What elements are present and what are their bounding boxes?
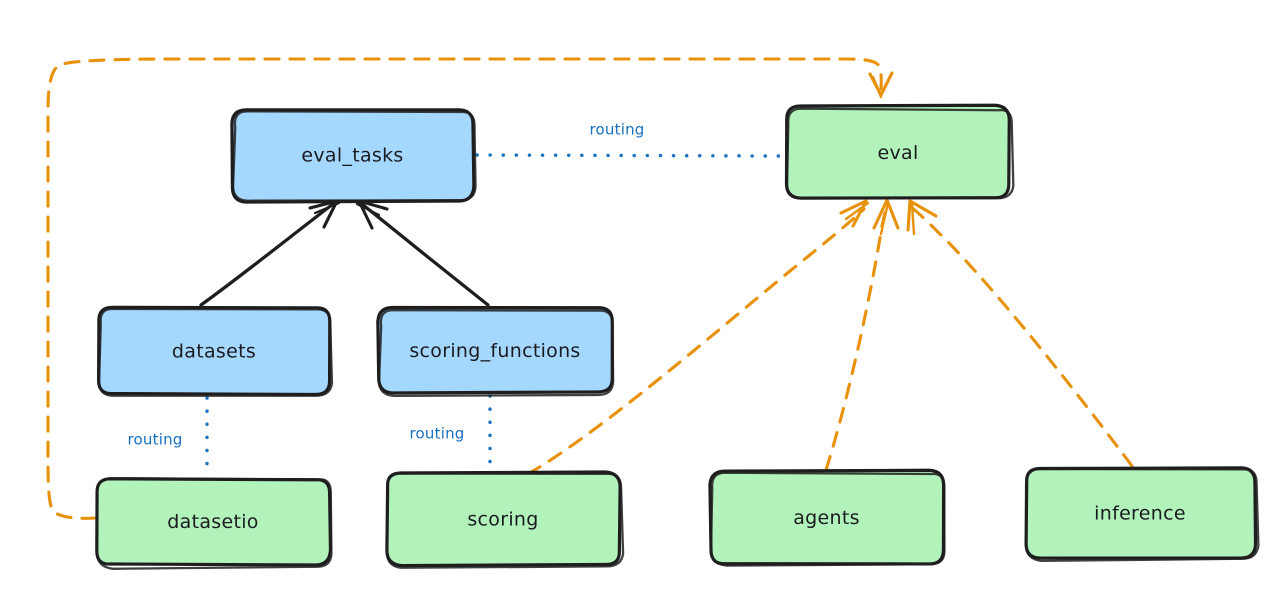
node-inference[interactable]: inference <box>1024 466 1260 563</box>
node-outline-second-pass <box>97 307 334 397</box>
node-label-scoring_functions: scoring_functions <box>409 340 580 362</box>
edge-labels: routing routing routing <box>128 121 645 449</box>
node-outline-second-pass <box>785 107 1015 200</box>
node-outline-second-pass <box>231 110 477 202</box>
edge-scoring-to-eval <box>526 199 870 476</box>
node-fill <box>96 478 330 565</box>
node-datasetio[interactable]: datasetio <box>95 477 333 570</box>
node-agents[interactable]: agents <box>708 468 946 567</box>
node-scoring[interactable]: scoring <box>385 470 625 569</box>
node-label-inference: inference <box>1094 503 1186 525</box>
edge-scoring_functions-to-eval_tasks <box>355 199 490 307</box>
node-label-datasets: datasets <box>172 341 256 363</box>
node-outline-second-pass <box>1024 467 1260 563</box>
edge-datasetio-to-eval <box>46 57 894 520</box>
node-label-eval_tasks: eval_tasks <box>301 145 403 167</box>
node-label-scoring: scoring <box>467 509 538 531</box>
edge-label-routing-eval: routing <box>590 121 645 139</box>
node-fill <box>378 308 612 393</box>
node-fill <box>232 110 473 200</box>
node-outline-second-pass <box>385 472 625 569</box>
node-label-eval: eval <box>877 142 918 164</box>
node-fill <box>710 472 943 563</box>
node-scoring_functions[interactable]: scoring_functions <box>376 305 615 398</box>
edge-label-routing-datasetio: routing <box>128 431 183 449</box>
node-label-agents: agents <box>793 507 860 529</box>
dependency-edges <box>46 57 1134 520</box>
node-datasets[interactable]: datasets <box>96 305 334 397</box>
node-fill <box>98 307 330 395</box>
node-outline-second-pass <box>377 308 615 398</box>
edge-agents-to-eval <box>824 198 900 472</box>
node-fill <box>1025 468 1255 558</box>
node-label-datasetio: datasetio <box>167 511 258 533</box>
node-outline-second-pass <box>709 471 946 567</box>
edge-datasets-to-eval_tasks <box>199 199 341 307</box>
node-fill <box>786 107 1010 198</box>
node-eval_tasks[interactable]: eval_tasks <box>230 108 477 204</box>
edge-label-routing-scoring: routing <box>410 425 465 443</box>
node-outline-second-pass <box>95 477 333 570</box>
edge-inference-to-eval <box>906 199 1134 468</box>
node-eval[interactable]: eval <box>784 103 1015 200</box>
routing-edges <box>205 153 785 478</box>
diagram-nodes: eval_tasks eval datasets scoring_functionsd… <box>95 103 1260 570</box>
solid-edges <box>199 199 490 307</box>
routing-line-eval_tasks-eval <box>475 153 785 158</box>
node-fill <box>386 473 620 565</box>
